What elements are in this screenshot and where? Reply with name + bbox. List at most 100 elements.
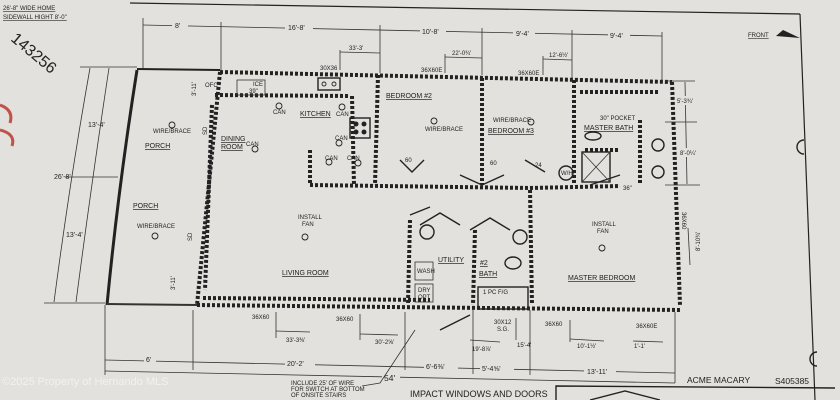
room-porch-upper: PORCH <box>145 143 170 150</box>
dryer-optional-label: OPT <box>418 295 431 301</box>
wire-brace-label: WIRE/BRACE <box>153 129 191 135</box>
kitchen-sink-icon <box>317 77 341 91</box>
serial-number: S405385 <box>775 376 809 386</box>
dimension-bottom-offset: 30'-2⅝' <box>375 340 394 346</box>
room-dining-2: ROOM <box>221 144 243 151</box>
dimension-bottom-bath: 5'-4⅝' <box>482 366 501 373</box>
hole-punch-icon <box>809 351 818 367</box>
can-light-label: CAN <box>347 156 360 162</box>
window-label: 30X12 <box>494 320 512 326</box>
install-fan-label: INSTALL <box>298 215 323 221</box>
bathtub-icon <box>477 286 529 310</box>
can-light-label: CAN <box>246 142 259 148</box>
dimension-bottom-offset: 33'-3⅜' <box>286 338 305 344</box>
refrigerator-icon <box>236 79 266 96</box>
impact-windows-note: IMPACT WINDOWS AND DOORS <box>410 389 548 399</box>
dimension-top-bedroom2: 10'-8' <box>422 29 439 36</box>
toilet-icon <box>584 131 602 141</box>
living-room-inner-wall <box>202 296 431 302</box>
sidewall-height-note: SIDEWALL HIGHT 8'-0" <box>3 15 67 21</box>
room-porch-lower: PORCH <box>133 203 158 210</box>
bottom-exterior-wall <box>196 303 681 312</box>
room-master-bedroom: MASTER BEDROOM <box>568 275 635 282</box>
room-utility: UTILITY <box>438 257 464 264</box>
window-label: 36X60E <box>636 324 657 330</box>
dryer-label: DRY <box>418 288 431 294</box>
dimension-bottom-offset: 15'-4' <box>517 343 531 349</box>
home-width-note: 26'-8" WIDE HOME <box>3 6 55 12</box>
install-fan-label: FAN <box>597 229 609 235</box>
porch-bottom-edge <box>106 303 198 306</box>
washer-icon <box>414 261 434 281</box>
title-block-border <box>555 385 836 400</box>
ofc-label: OFC <box>205 83 218 89</box>
dimension-left-lower: 13'-4' <box>66 232 83 239</box>
sink-icon <box>651 165 665 179</box>
sliding-door-label: SD <box>203 126 209 135</box>
model-name: ACME MACARY <box>687 375 750 385</box>
ice-label: ICE <box>253 82 263 88</box>
dimension-bottom-utility: 6'-6⅜' <box>426 364 445 371</box>
window-label: 36X60 <box>252 315 270 321</box>
bath-toilet-icon <box>504 256 522 270</box>
red-stamp-mark <box>0 103 15 147</box>
install-fan-label: FAN <box>302 222 314 228</box>
dimension-bottom-offset: 10'-1½' <box>577 343 596 350</box>
room-bedroom-2: BEDROOM #2 <box>386 93 432 100</box>
bifold-60-label: 60 <box>405 158 412 164</box>
paper-right-border <box>799 13 816 400</box>
room-living: LIVING ROOM <box>282 270 329 277</box>
dryer-icon <box>414 283 434 303</box>
dimension-right-1: 5'-3¾' <box>677 99 693 105</box>
window-label: 36X60E <box>518 71 539 77</box>
shower-icon <box>581 151 611 183</box>
hole-punch-icon <box>796 139 805 155</box>
wire-note-line1: INCLUDE 25' OF WIRE <box>291 381 354 387</box>
dimension-bottom-offset: 1'-1' <box>634 344 645 350</box>
dimension-porch-lower: 3'-11' <box>171 276 177 290</box>
sink-icon <box>651 138 665 152</box>
wire-brace-label: WIRE/BRACE <box>493 118 531 124</box>
dimension-bottom-offset: 19'-8⅞' <box>472 347 491 353</box>
window-label: 36X60 <box>336 317 354 323</box>
ceiling-fixture-icons <box>151 102 606 252</box>
can-light-label: CAN <box>336 112 349 118</box>
can-light-label: CAN <box>335 136 348 142</box>
window-label: S.G. <box>497 327 509 333</box>
dimension-top-kitchen: 16'-8' <box>288 25 305 32</box>
room-bedroom-3: BEDROOM #3 <box>488 128 534 135</box>
pocket-door-label: 30" POCKET <box>600 116 635 122</box>
tub-label: 1 PC F/G <box>483 290 508 296</box>
fridge-width-label: 39" <box>249 89 258 95</box>
porch-top-edge <box>136 68 221 71</box>
window-label: 36X60 <box>545 322 563 328</box>
door-36-label: 36" <box>623 186 632 192</box>
right-exterior-wall <box>670 81 682 306</box>
room-master-bath: MASTER BATH <box>584 125 633 132</box>
dimension-offset-3: 12'-6½' <box>549 52 568 59</box>
dimension-top-masterbath: 9'-4' <box>610 33 623 40</box>
air-handler-icon <box>419 224 435 240</box>
window-label: 30X36 <box>320 66 338 72</box>
can-light-label: CAN <box>325 156 338 162</box>
left-dimension-lines <box>44 66 137 304</box>
water-heater-label: W/H <box>561 171 573 177</box>
interior-walls <box>203 74 660 306</box>
dimension-left-total: 26'-8' <box>54 174 71 181</box>
install-fan-label: INSTALL <box>592 222 617 228</box>
front-label: FRONT <box>748 33 769 39</box>
can-light-label: CAN <box>273 110 286 116</box>
dimension-top-bedroom3: 9'-4' <box>516 31 529 38</box>
top-exterior-wall <box>219 70 673 84</box>
paper-top-border <box>129 2 801 15</box>
title-block-logo <box>589 390 661 400</box>
dimension-right-2: 8'-0¼' <box>680 151 696 157</box>
watermark: ©2025 Property of Hernando MLS <box>2 376 168 388</box>
room-bath-2-number: #2 <box>480 260 488 267</box>
dimension-left-upper: 13'-4' <box>88 122 105 129</box>
range-icon <box>349 117 371 139</box>
dimension-60-label: 60 <box>490 161 497 167</box>
door-swings <box>399 159 621 331</box>
front-arrow-icon <box>776 30 800 38</box>
